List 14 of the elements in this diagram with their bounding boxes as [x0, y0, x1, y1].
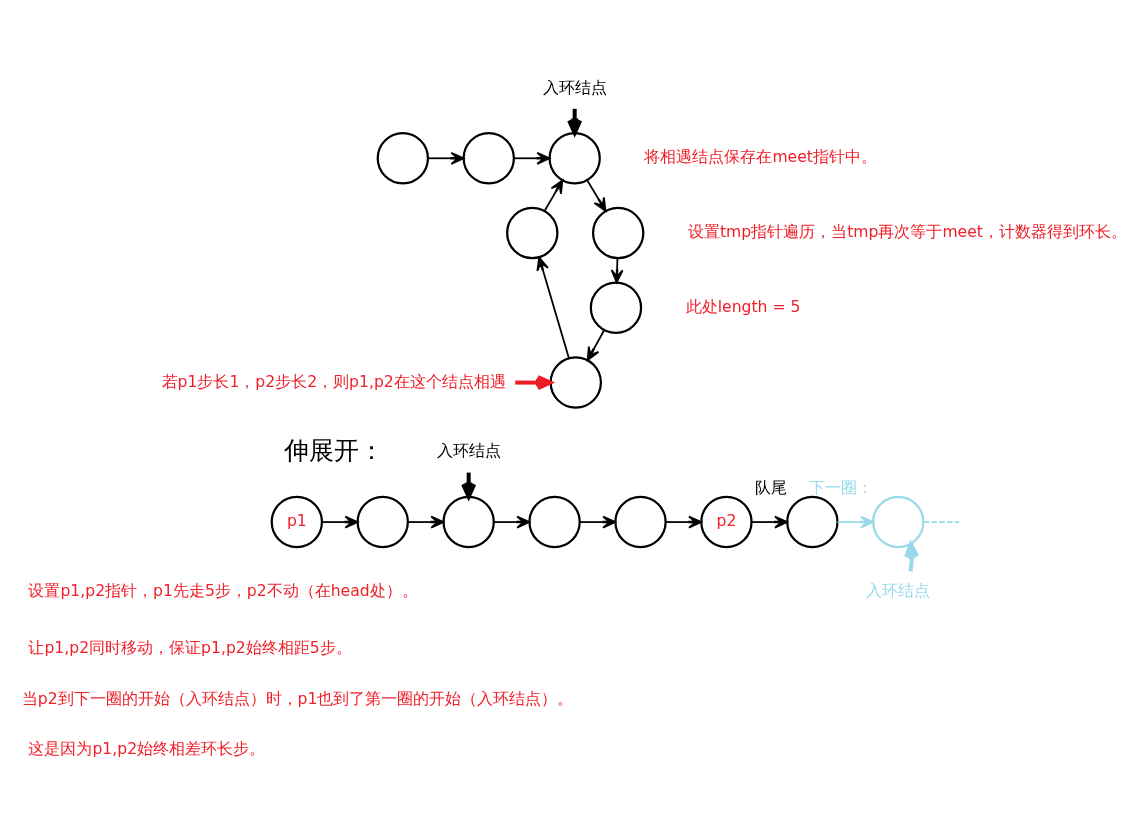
label: 此处length = 5	[685, 297, 801, 316]
node-text: 若p1步长1，p2步长2，则p1,p2在这个结点相遇	[161, 372, 506, 391]
node-text: 入环结点	[866, 581, 931, 600]
label: 伸展开：	[283, 435, 384, 465]
label: 设置tmp指针遍历，当tmp再次等于meet，计数器得到环长。	[687, 223, 1127, 242]
node-label: 下一圈：	[808, 478, 873, 497]
node-text: 入环结点	[542, 78, 607, 97]
label: 让p1,p2同时移动，保证p1,p2始终相距5步。	[28, 639, 352, 658]
node-label: 队尾	[755, 478, 788, 497]
label: 这是因为p1,p2始终相差环长步。	[28, 739, 266, 758]
label: 设置p1,p2指针，p1先走5步，p2不动（在head处）。	[28, 581, 418, 600]
node-text: 入环结点	[436, 442, 501, 461]
label: 将相遇结点保存在meet指针中。	[644, 148, 877, 167]
label: 当p2到下一圈的开始（入环结点）时，p1也到了第一圈的开始（入环结点）。	[21, 689, 574, 708]
